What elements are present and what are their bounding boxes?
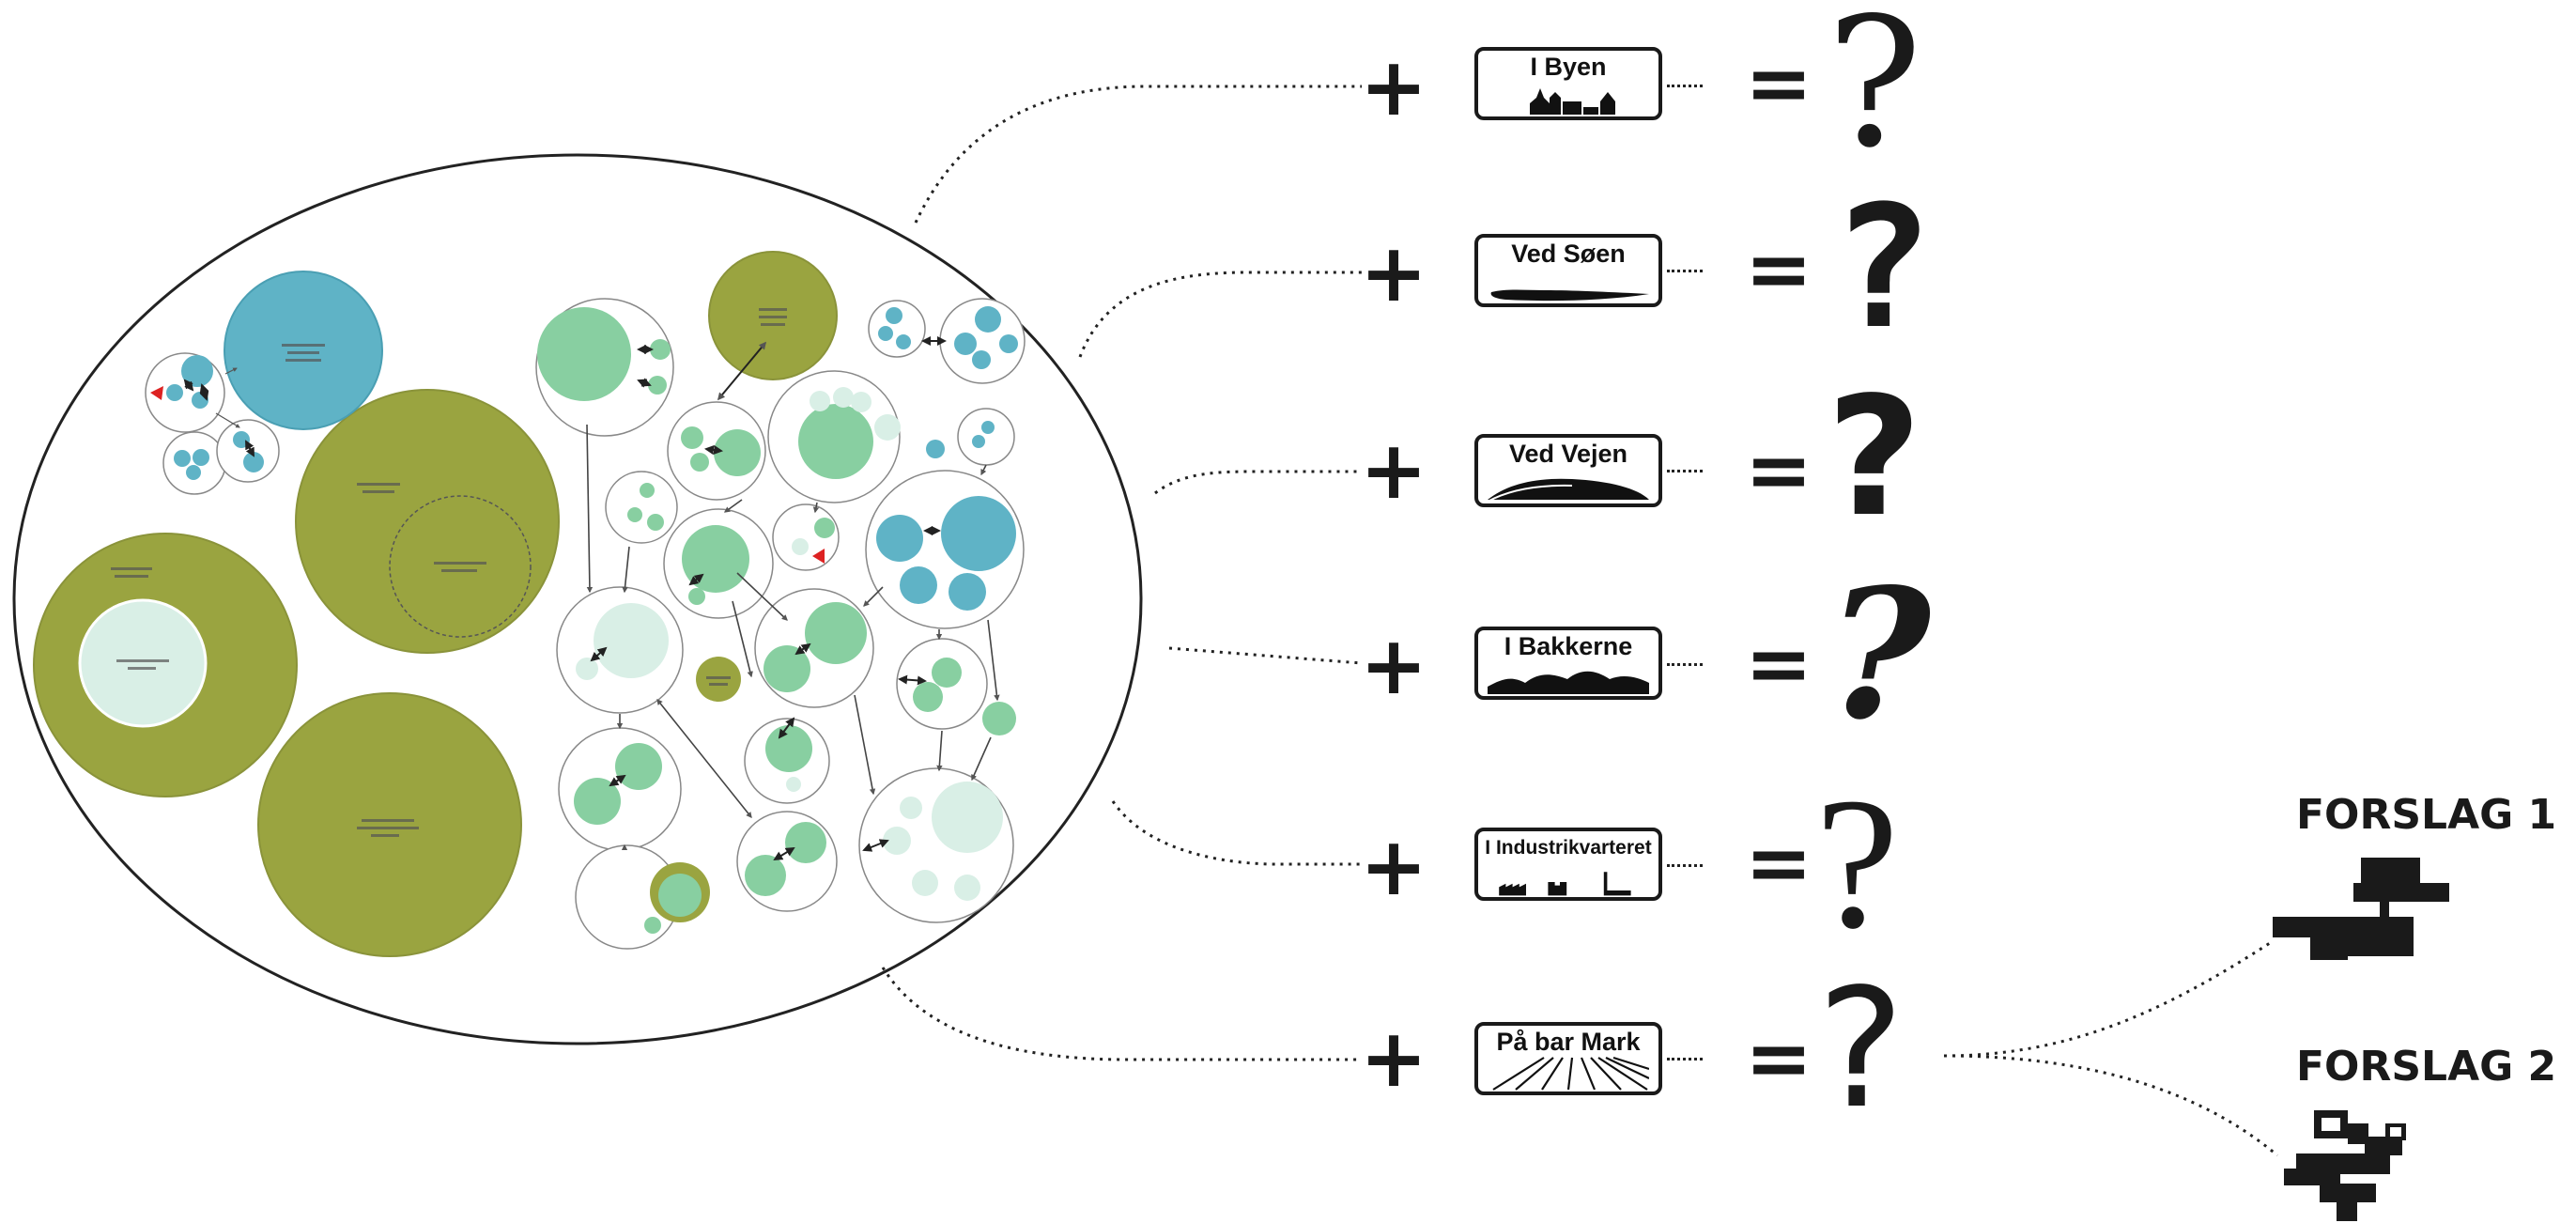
- equals-sign-1: =: [1745, 37, 1813, 131]
- equals-sign-3: =: [1745, 424, 1813, 518]
- site-card-i-byen: I Byen: [1474, 47, 1662, 120]
- question-mark-1: ?: [1827, 0, 1922, 187]
- proposal-title-2: FORSLAG 2: [2296, 1043, 2557, 1091]
- road-icon: [1488, 478, 1649, 503]
- bubble-teal-large: [224, 271, 383, 430]
- plus-sign-6: +: [1360, 1012, 1428, 1106]
- question-mark-5: ?: [1815, 760, 1899, 968]
- question-mark-6: ?: [1817, 954, 1905, 1145]
- site-label-i-industrikvarteret: I Industrikvarteret: [1485, 837, 1652, 859]
- lake-shore-icon: [1490, 289, 1649, 302]
- bubble-pale-inner: [78, 598, 208, 728]
- proposal-connectors: [1943, 939, 2278, 1157]
- site-connectors: [881, 85, 1363, 1061]
- bubble-olive-inner-dashed: [389, 495, 532, 638]
- cluster-middle: [535, 298, 1025, 950]
- site-label-i-byen: I Byen: [1530, 53, 1607, 81]
- plus-sign-2: +: [1360, 226, 1428, 320]
- relation-arrows: [586, 341, 1000, 851]
- plan-layout-2-icon: [2284, 1110, 2406, 1221]
- equals-sign-2: =: [1745, 223, 1813, 317]
- equals-sign-6: =: [1745, 1012, 1813, 1106]
- connector-industri: [1111, 800, 1362, 866]
- site-card-i-industrikvarteret: I Industrikvarteret: [1474, 828, 1662, 901]
- cluster-top-right: [868, 298, 1026, 466]
- connector-ved-vejen: [1154, 470, 1362, 495]
- plus-sign-5: +: [1360, 820, 1428, 914]
- plus-sign-3: +: [1360, 424, 1428, 518]
- connector-ved-soen: [1078, 271, 1362, 358]
- factory-icon: [1499, 872, 1631, 896]
- site-card-ved-vejen: Ved Vejen: [1474, 434, 1662, 507]
- proposal-title-1: FORSLAG 1: [2296, 791, 2557, 839]
- site-label-ved-soen: Ved Søen: [1511, 240, 1626, 268]
- site-label-ved-vejen: Ved Vejen: [1508, 440, 1628, 468]
- site-label-paa-bar-mark: På bar Mark: [1496, 1028, 1641, 1056]
- equals-sign-4: =: [1745, 617, 1813, 711]
- question-mark-3: ?: [1827, 363, 1922, 553]
- site-label-i-bakkerne: I Bakkerne: [1504, 632, 1633, 660]
- bubble-olive-large-1: [295, 389, 560, 654]
- cluster-top-left: [145, 352, 280, 495]
- plus-sign-1: +: [1360, 40, 1428, 134]
- connector-paa-bar-mark: [881, 967, 1362, 1061]
- question-mark-2: ?: [1831, 170, 1934, 366]
- bubble-olive-large-3: [257, 692, 522, 957]
- connector-i-byen: [914, 85, 1362, 224]
- plan-layout-1-icon: [2273, 858, 2449, 960]
- hills-icon: [1488, 671, 1649, 694]
- field-rows-icon: [1492, 1056, 1649, 1091]
- site-card-paa-bar-mark: På bar Mark: [1474, 1022, 1662, 1095]
- question-mark-4: ?: [1827, 550, 1932, 759]
- connector-i-bakkerne: [1168, 646, 1363, 665]
- equals-sign-5: =: [1745, 816, 1813, 910]
- site-card-i-bakkerne: I Bakkerne: [1474, 627, 1662, 700]
- site-card-ved-soen: Ved Søen: [1474, 234, 1662, 307]
- plus-sign-4: +: [1360, 619, 1428, 713]
- town-silhouette-icon: [1530, 88, 1615, 115]
